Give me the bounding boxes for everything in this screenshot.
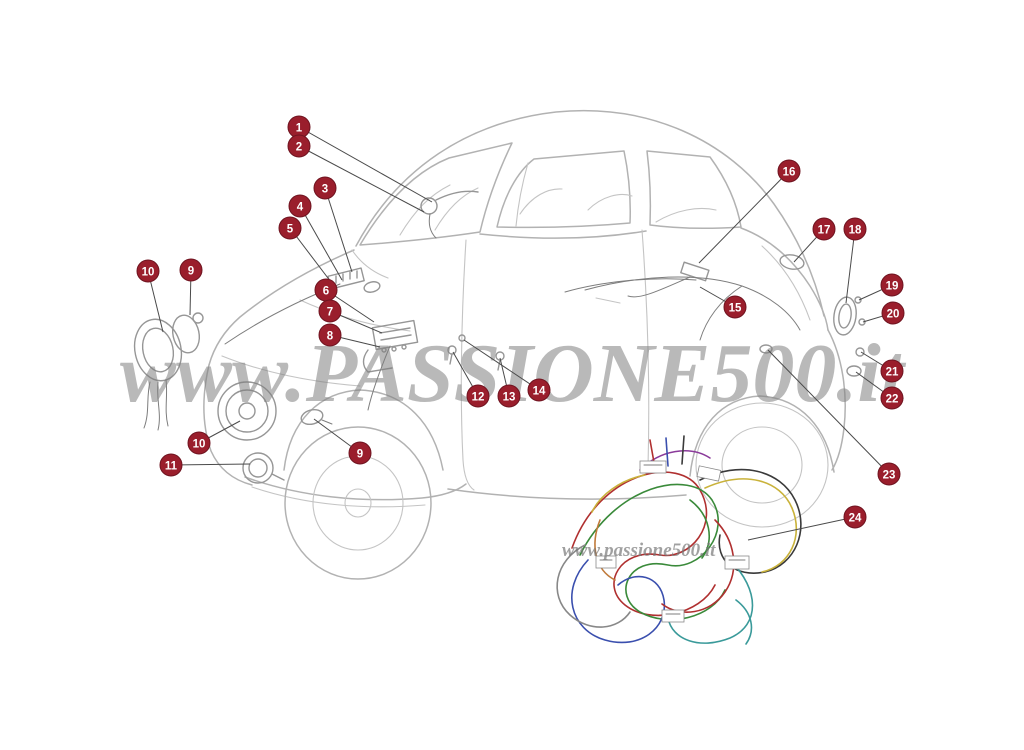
leader-line bbox=[845, 228, 856, 304]
callout-badge-6[interactable]: 6 bbox=[314, 278, 338, 302]
callout-badge-12[interactable]: 12 bbox=[466, 384, 490, 408]
svg-text:8: 8 bbox=[327, 330, 334, 342]
leader-line bbox=[299, 205, 343, 281]
svg-text:16: 16 bbox=[783, 166, 796, 178]
svg-text:23: 23 bbox=[883, 469, 896, 481]
wiring-harness-illustration bbox=[556, 435, 802, 645]
voltage-regulator bbox=[362, 319, 419, 373]
leader-line bbox=[698, 170, 790, 264]
svg-text:15: 15 bbox=[729, 302, 742, 314]
callout-badge-23[interactable]: 23 bbox=[877, 462, 901, 486]
callout-badge-7[interactable]: 7 bbox=[318, 299, 342, 323]
harness-connector bbox=[724, 555, 750, 570]
leader-line bbox=[767, 349, 890, 475]
callout-badge-22[interactable]: 22 bbox=[880, 386, 904, 410]
leader-line bbox=[463, 339, 540, 391]
svg-text:4: 4 bbox=[297, 201, 304, 213]
svg-text:13: 13 bbox=[503, 391, 516, 403]
svg-text:12: 12 bbox=[472, 391, 485, 403]
svg-text:19: 19 bbox=[886, 280, 899, 292]
callout-badge-11[interactable]: 11 bbox=[159, 453, 183, 477]
svg-text:2: 2 bbox=[296, 141, 302, 153]
svg-text:14: 14 bbox=[533, 385, 546, 397]
svg-text:3: 3 bbox=[322, 183, 328, 195]
svg-text:5: 5 bbox=[287, 223, 294, 235]
callout-badge-19[interactable]: 19 bbox=[880, 273, 904, 297]
side-indicator bbox=[300, 408, 333, 426]
callout-badge-17[interactable]: 17 bbox=[812, 217, 836, 241]
harness-connector bbox=[595, 555, 617, 569]
callout-badge-21[interactable]: 21 bbox=[880, 359, 904, 383]
svg-text:22: 22 bbox=[886, 393, 899, 405]
leader-line bbox=[289, 227, 335, 287]
leader-line bbox=[298, 126, 433, 203]
svg-text:9: 9 bbox=[357, 448, 363, 460]
taillight-cluster bbox=[759, 296, 866, 377]
callout-badge-5[interactable]: 5 bbox=[278, 216, 302, 240]
harness-connector bbox=[639, 460, 667, 474]
callout-badge-13[interactable]: 13 bbox=[497, 384, 521, 408]
svg-text:20: 20 bbox=[887, 308, 900, 320]
svg-text:24: 24 bbox=[849, 512, 862, 524]
svg-text:7: 7 bbox=[327, 306, 333, 318]
svg-text:10: 10 bbox=[142, 266, 155, 278]
headlight-assembly bbox=[133, 312, 204, 431]
wiper-motor bbox=[420, 190, 479, 239]
svg-text:1: 1 bbox=[296, 122, 303, 134]
svg-text:21: 21 bbox=[886, 366, 899, 378]
svg-text:10: 10 bbox=[193, 438, 206, 450]
leader-line bbox=[324, 187, 353, 273]
svg-text:11: 11 bbox=[165, 460, 178, 472]
harness-connector bbox=[696, 465, 722, 482]
exploded-parts bbox=[133, 190, 866, 484]
callout-badge-8[interactable]: 8 bbox=[318, 323, 342, 347]
car-body-outline bbox=[203, 109, 846, 580]
callout-badge-10[interactable]: 10 bbox=[187, 431, 211, 455]
callout-badge-18[interactable]: 18 bbox=[843, 217, 867, 241]
leader-line bbox=[747, 516, 856, 541]
callout-badge-9[interactable]: 9 bbox=[348, 441, 372, 465]
callout-badge-2[interactable]: 2 bbox=[287, 134, 311, 158]
leader-line bbox=[170, 463, 251, 466]
callout-badge-16[interactable]: 16 bbox=[777, 159, 801, 183]
callout-badge-14[interactable]: 14 bbox=[527, 378, 551, 402]
svg-text:6: 6 bbox=[323, 285, 329, 297]
front-lamp-assembly bbox=[217, 381, 285, 484]
svg-text:18: 18 bbox=[849, 224, 862, 236]
callout-badge-10[interactable]: 10 bbox=[136, 259, 160, 283]
callout-badge-20[interactable]: 20 bbox=[881, 301, 905, 325]
callout-badge-9[interactable]: 9 bbox=[179, 258, 203, 282]
callout-badge-24[interactable]: 24 bbox=[843, 505, 867, 529]
harness-connector bbox=[661, 609, 685, 623]
callout-badge-4[interactable]: 4 bbox=[288, 194, 312, 218]
leader-line bbox=[298, 145, 425, 213]
callout-badge-15[interactable]: 15 bbox=[723, 295, 747, 319]
interior-light bbox=[680, 254, 805, 282]
callout-badge-3[interactable]: 3 bbox=[313, 176, 337, 200]
svg-text:9: 9 bbox=[188, 265, 194, 277]
svg-text:17: 17 bbox=[818, 224, 831, 236]
